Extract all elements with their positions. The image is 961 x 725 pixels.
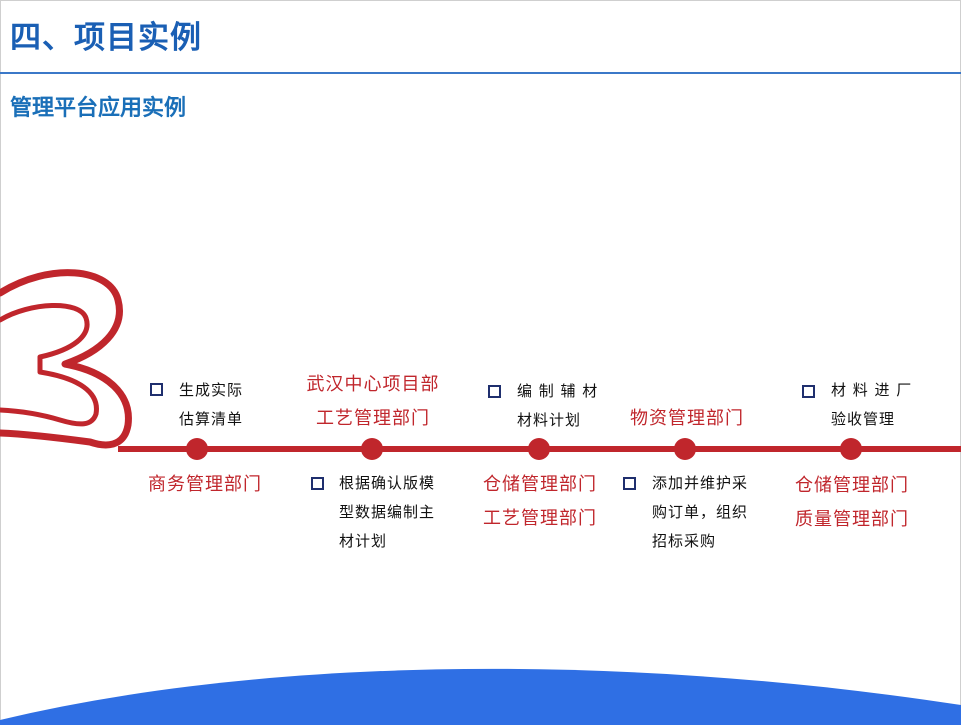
- step-department: 物资管理部门: [630, 408, 744, 429]
- step-department: 武汉中心项目部 工艺管理部门: [306, 374, 440, 429]
- step-department: 仓储管理部门 工艺管理部门: [483, 474, 597, 529]
- bullet-icon: [802, 385, 815, 398]
- bullet-icon: [150, 383, 163, 396]
- step-department: 商务管理部门: [148, 474, 262, 495]
- step-number-inner: [0, 302, 99, 427]
- step-note: 根据确认版模 型数据编制主 材计划: [339, 474, 436, 550]
- title-divider: [0, 72, 961, 74]
- bottom-wave: [0, 668, 961, 725]
- timeline-node: [361, 438, 383, 460]
- page-subtitle: 管理平台应用实例: [10, 95, 187, 121]
- timeline-node: [674, 438, 696, 460]
- timeline-node: [840, 438, 862, 460]
- page-title: 四、项目实例: [10, 20, 202, 56]
- step-department: 仓储管理部门 质量管理部门: [795, 475, 909, 530]
- timeline-node: [528, 438, 550, 460]
- step-note: 材 料 进 厂 验收管理: [831, 381, 913, 428]
- step-number-outline: [0, 269, 132, 449]
- bullet-icon: [311, 477, 324, 490]
- step-note: 添加并维护采 购订单，组织 招标采购: [652, 474, 749, 550]
- step-note: 生成实际 估算清单: [179, 381, 244, 428]
- bullet-icon: [623, 477, 636, 490]
- step-note: 编 制 辅 材 材料计划: [517, 382, 599, 429]
- bullet-icon: [488, 385, 501, 398]
- timeline-node: [186, 438, 208, 460]
